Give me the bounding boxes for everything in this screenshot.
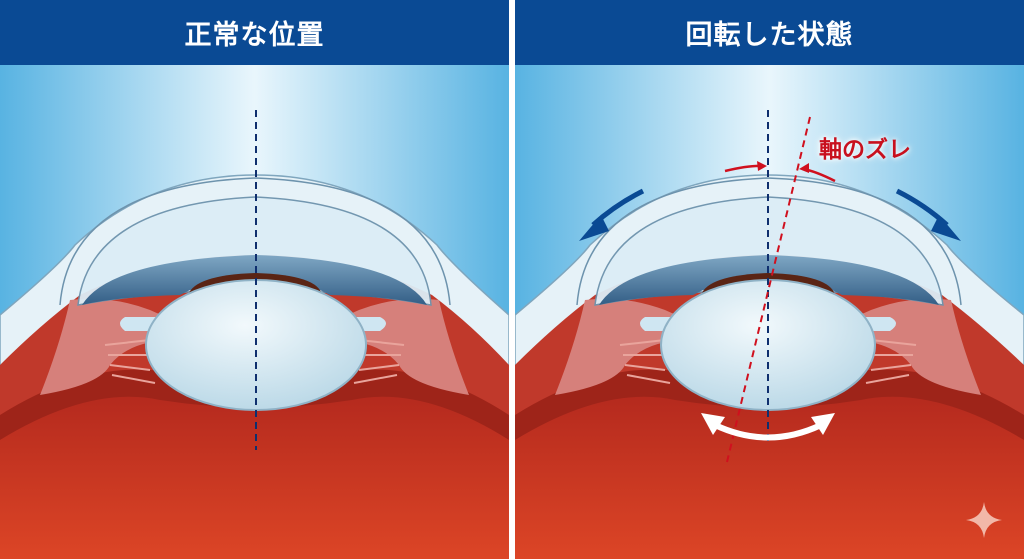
- panel-title-normal: 正常な位置: [184, 20, 325, 51]
- panel-rotated-state: 回転した状態: [515, 0, 1024, 559]
- eye-cross-section-normal: [0, 65, 509, 559]
- rotation-arrow-right: [895, 188, 961, 241]
- rotation-arrow-left: [579, 188, 645, 241]
- panel-divider: [509, 0, 515, 559]
- eye-cross-section-rotated: [515, 65, 1024, 559]
- panel-title-rotated: 回転した状態: [685, 20, 854, 51]
- axis-deviation-label: 軸のズレ: [819, 137, 911, 163]
- sparkle-icon: [966, 502, 1002, 538]
- lens-rotation-arrow: [701, 413, 835, 441]
- panel-header-normal: 正常な位置: [0, 0, 509, 65]
- panel-header-rotated: 回転した状態: [515, 0, 1024, 65]
- panel-normal-position: 正常な位置: [0, 0, 509, 559]
